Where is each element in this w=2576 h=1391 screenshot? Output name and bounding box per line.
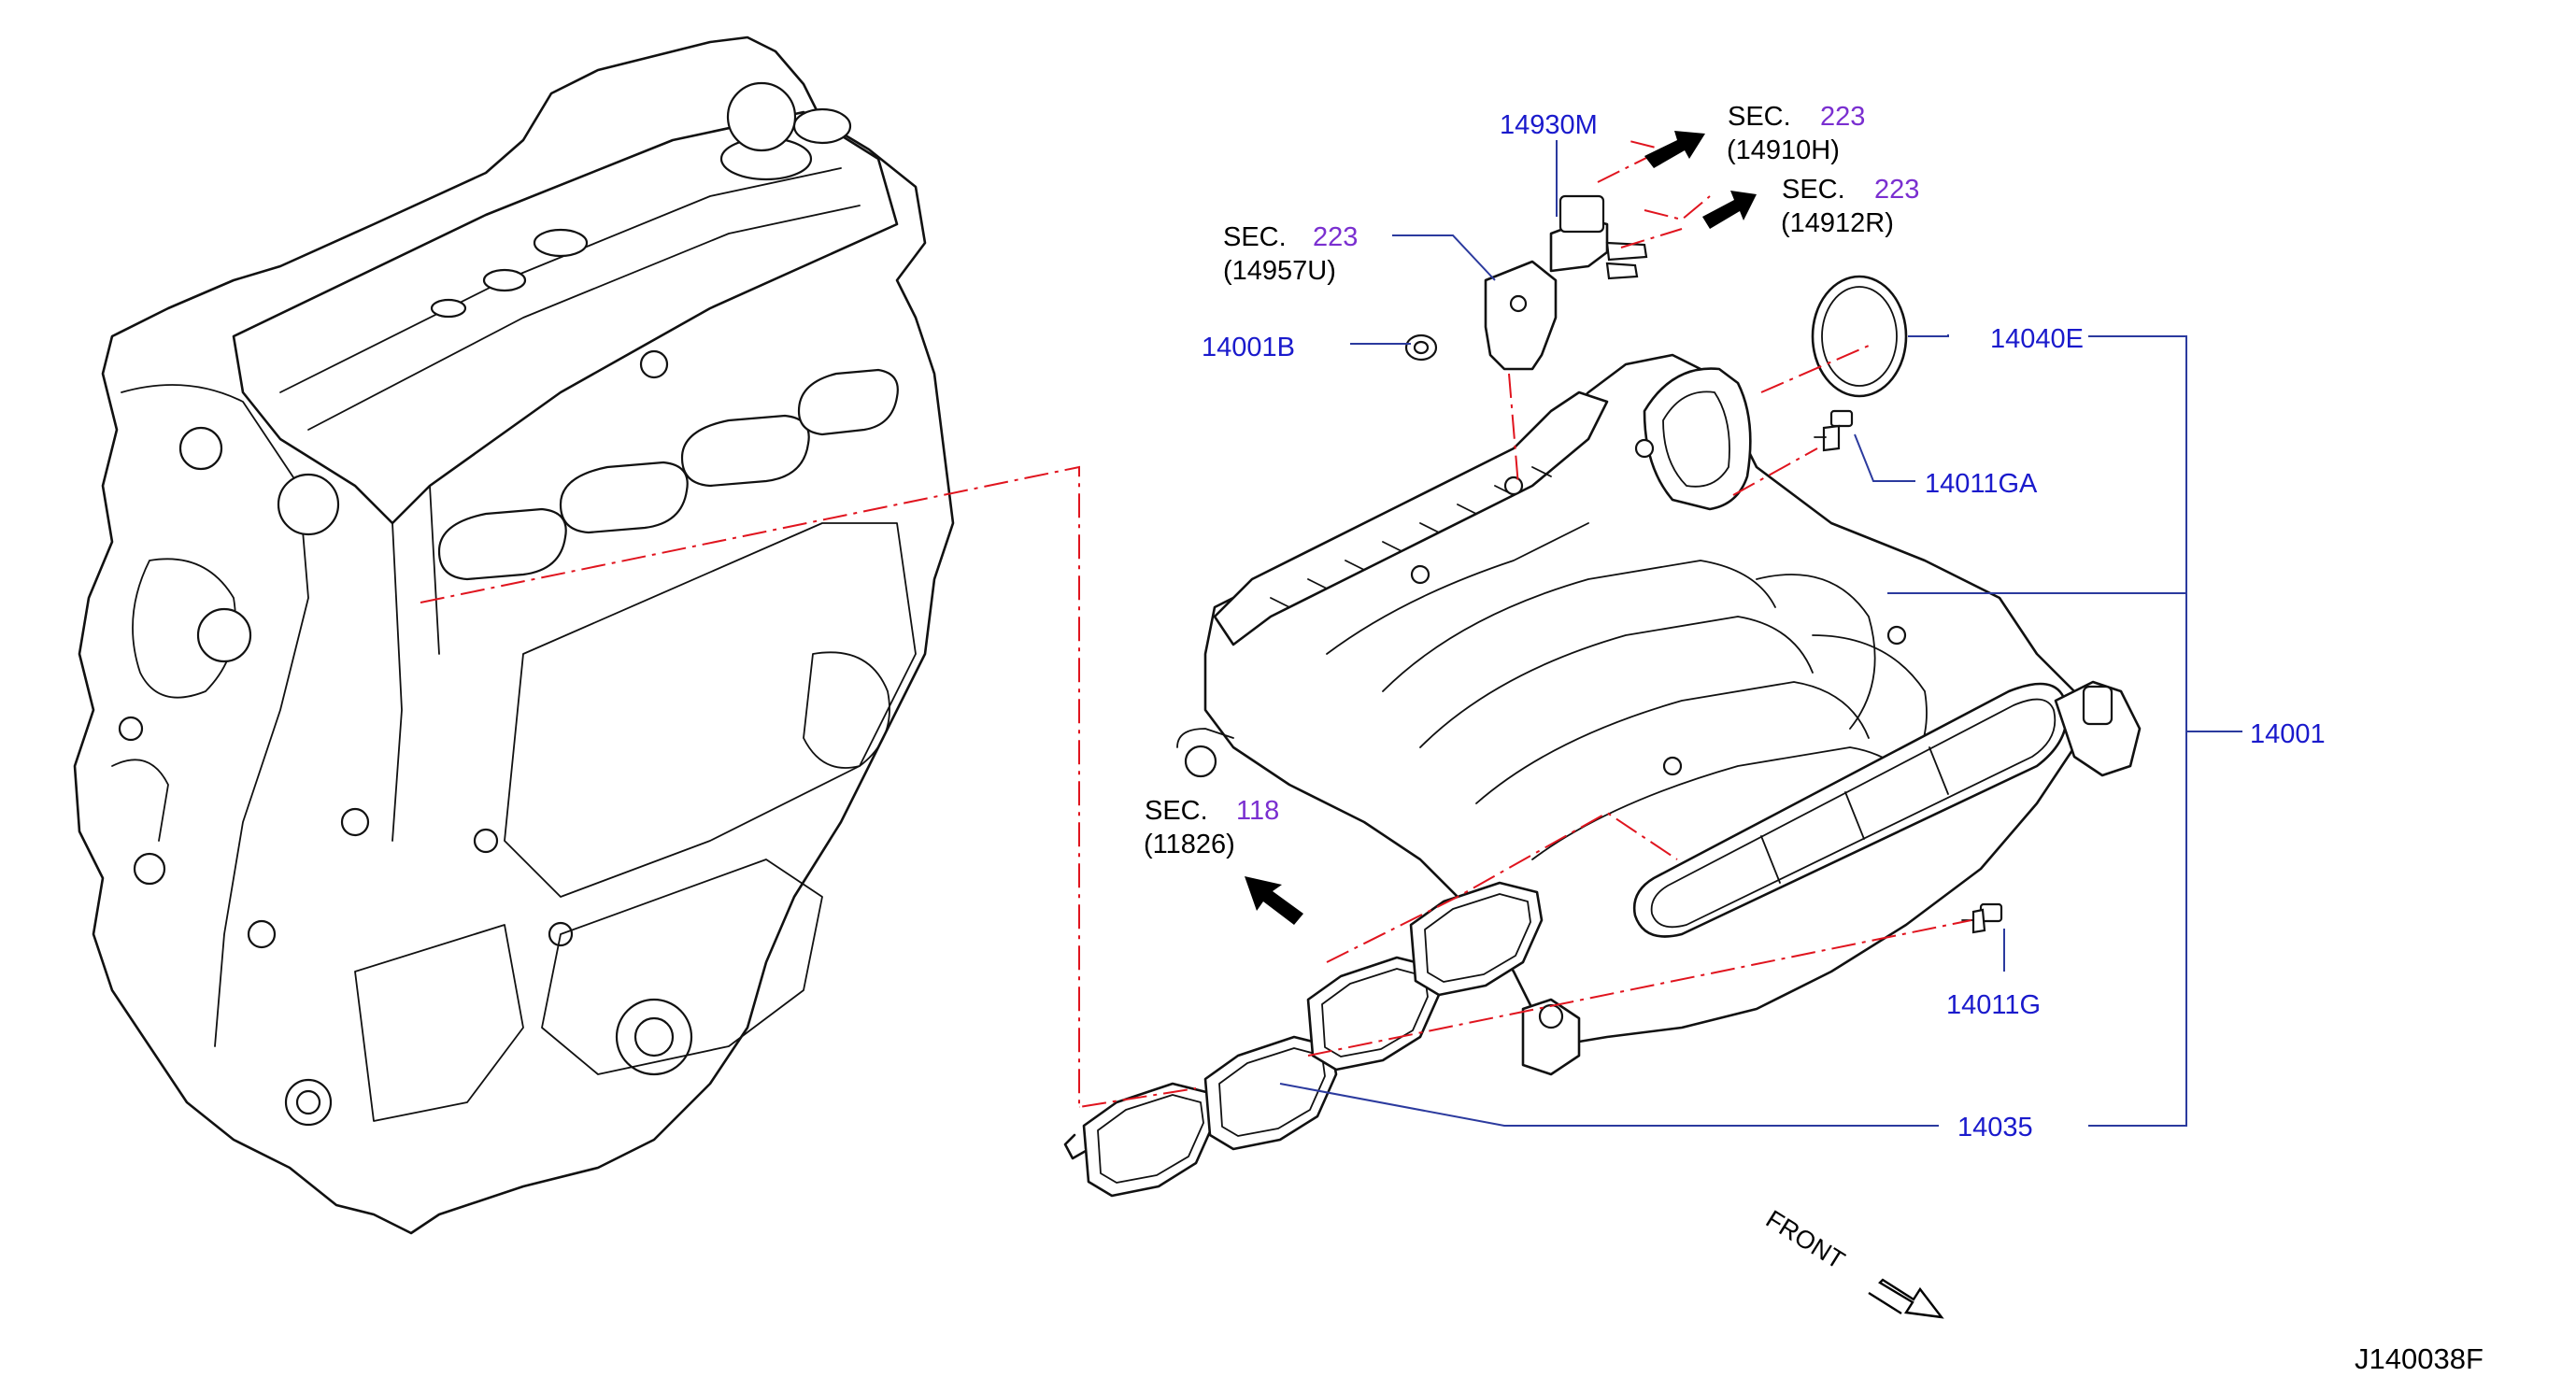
- front-label: FRONT: [1761, 1205, 1850, 1275]
- label-14035: 14035: [1957, 1113, 2033, 1143]
- section-ref-14957u: SEC. 223 (14957U): [1223, 222, 1358, 286]
- svg-text:(14912R): (14912R): [1781, 208, 1894, 238]
- svg-text:SEC.: SEC.: [1145, 796, 1208, 826]
- solenoid-valve-illustration: [1484, 194, 1648, 371]
- throttle-flange: [1643, 367, 1752, 511]
- diagram-id: J140038F: [2355, 1342, 2483, 1375]
- svg-text:118: 118: [1236, 796, 1279, 826]
- svg-text:223: 223: [1874, 175, 1919, 205]
- label-14040e: 14040E: [1990, 324, 2084, 354]
- alignment-lines: [420, 139, 1972, 1109]
- manifold-outlet-flange: [1632, 682, 2069, 938]
- gasket-ring-14040e-illustration: [1811, 275, 1908, 398]
- svg-text:SEC.: SEC.: [1223, 222, 1287, 252]
- bolt-14011ga-illustration: [1814, 409, 1854, 452]
- svg-text:SEC.: SEC.: [1728, 102, 1791, 132]
- label-14001: 14001: [2250, 719, 2326, 749]
- label-14930m: 14930M: [1500, 110, 1598, 140]
- svg-text:SEC.: SEC.: [1782, 175, 1845, 205]
- arrow-to-14912r: [1702, 191, 1757, 229]
- leader-lines: [1279, 140, 2242, 1127]
- label-14001b: 14001B: [1202, 333, 1295, 362]
- intake-gasket-14035-illustration: [1063, 881, 1544, 1198]
- front-arrow-icon: [1868, 1278, 1944, 1319]
- section-ref-14912r: SEC. 223 (14912R): [1781, 175, 1919, 238]
- bolt-14001b-illustration: [1404, 334, 1438, 362]
- svg-text:(14910H): (14910H): [1727, 135, 1840, 165]
- section-ref-14910h: SEC. 223 (14910H): [1727, 102, 1865, 165]
- section-references: SEC. 223 (14910H) SEC. 223 (14912R) SEC.…: [1144, 102, 1919, 859]
- label-14011g: 14011G: [1946, 990, 2041, 1020]
- intake-manifold-illustration: [1176, 353, 2142, 1076]
- direction-arrows: [1245, 131, 1944, 1319]
- svg-text:(14957U): (14957U): [1223, 256, 1336, 286]
- svg-text:223: 223: [1313, 222, 1358, 252]
- arrow-to-11826: [1245, 876, 1303, 925]
- arrow-to-14910h: [1644, 131, 1705, 168]
- part-number-labels: 14930M 14001B 14040E 14011GA 14001 14011…: [1202, 110, 2326, 1143]
- label-14011ga: 14011GA: [1925, 469, 2038, 499]
- bolt-14011g-illustration: [1961, 902, 2003, 934]
- engine-block-illustration: [73, 35, 955, 1235]
- svg-text:(11826): (11826): [1144, 830, 1235, 859]
- section-ref-11826: SEC. 118 (11826): [1144, 796, 1279, 859]
- svg-text:223: 223: [1820, 102, 1865, 132]
- intake-port-openings: [437, 368, 899, 581]
